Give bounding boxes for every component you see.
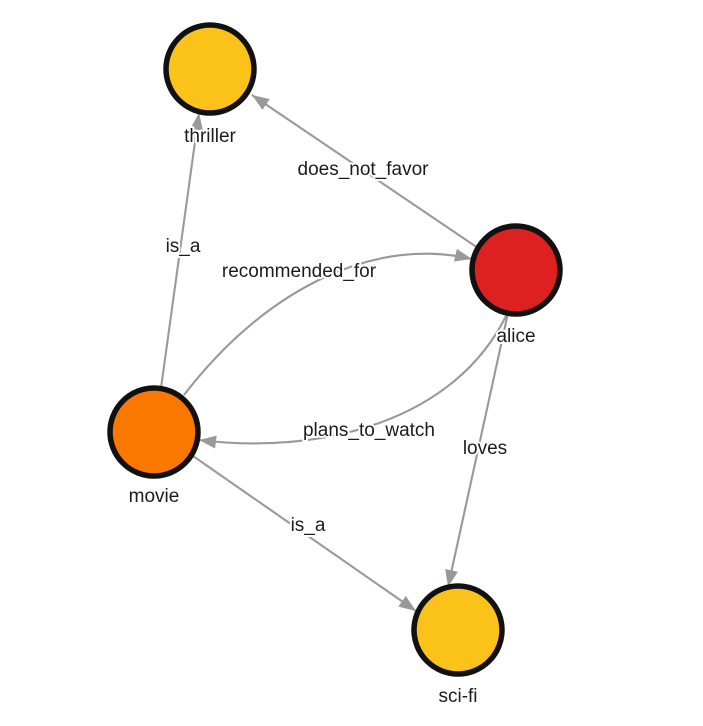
node-alice[interactable] <box>469 223 563 317</box>
arrowheads-layer <box>190 95 472 611</box>
node-thriller[interactable] <box>163 22 257 116</box>
edge-label-halo-movie-thriller: is_a <box>166 236 201 257</box>
node-sci-fi[interactable] <box>411 583 505 677</box>
nodes-layer <box>107 22 563 677</box>
edge-label-halo-movie-alice: recommended_for <box>222 261 377 282</box>
node-movie[interactable] <box>107 385 201 479</box>
arrowhead-alice-scifi <box>445 569 458 587</box>
edge-label-halo-movie-scifi: is_a <box>291 515 326 536</box>
edge-movie-scifi <box>192 455 417 612</box>
node-label-movie: movie <box>129 486 180 507</box>
node-label-halo-alice: alice <box>496 326 535 347</box>
node-label-halo-thriller: thriller <box>184 126 236 147</box>
edge-label-halo-alice-scifi: loves <box>463 438 507 459</box>
edge-label-movie-alice: recommended_for <box>222 261 377 282</box>
edge-label-movie-scifi: is_a <box>291 515 326 536</box>
edge-alice-movie <box>198 313 508 445</box>
edge-labels-layer: does_not_favordoes_not_favoris_ais_areco… <box>164 157 510 538</box>
node-label-alice: alice <box>496 326 535 347</box>
arrowhead-movie-alice <box>453 248 472 262</box>
node-label-thriller: thriller <box>184 126 236 147</box>
edge-label-movie-thriller: is_a <box>166 236 201 257</box>
edges-layer <box>159 94 510 612</box>
edge-alice-thriller <box>251 94 479 249</box>
arrowhead-movie-thriller <box>190 113 204 131</box>
edge-movie-thriller <box>159 112 201 389</box>
node-label-halo-sci-fi: sci-fi <box>438 686 477 707</box>
arrowhead-alice-thriller <box>252 95 270 110</box>
arrowhead-alice-movie <box>199 435 217 449</box>
edge-label-alice-thriller: does_not_favor <box>298 159 430 180</box>
node-label-halo-movie: movie <box>129 486 180 507</box>
edge-label-halo-alice-thriller: does_not_favor <box>298 159 430 180</box>
edge-alice-scifi <box>446 312 510 588</box>
edge-label-alice-movie: plans_to_watch <box>303 420 435 441</box>
arrowhead-movie-scifi <box>398 595 416 611</box>
node-labels-layer: thrillerthrilleralicealicemoviemoviesci-… <box>127 124 538 709</box>
edge-label-halo-alice-movie: plans_to_watch <box>303 420 435 441</box>
edge-movie-alice <box>183 252 473 396</box>
edge-label-alice-scifi: loves <box>463 438 507 459</box>
node-label-sci-fi: sci-fi <box>438 686 477 707</box>
